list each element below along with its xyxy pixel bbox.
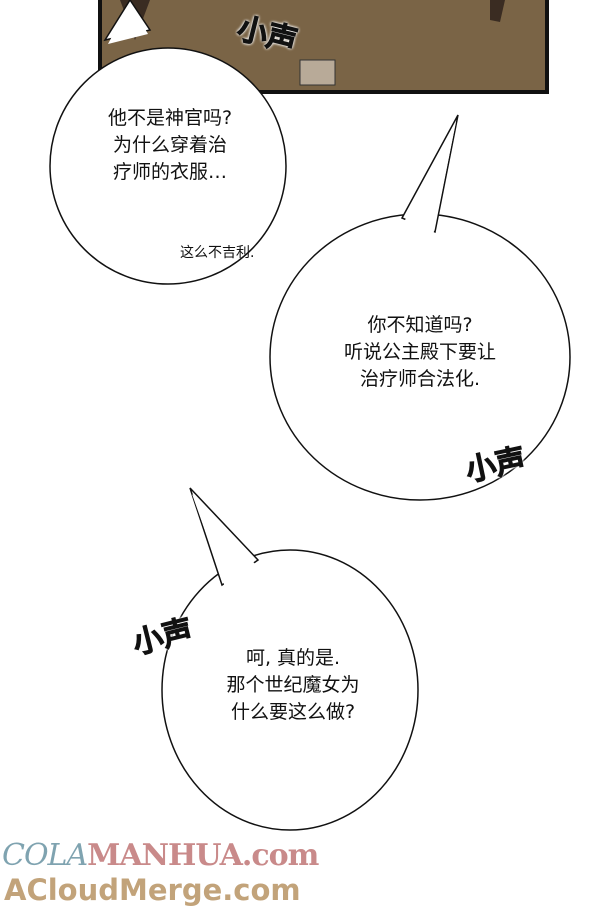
bubble-1-text: 他不是神官吗? 为什么穿着治 疗师的衣服… — [107, 107, 233, 183]
watermark-cola: COLA — [2, 838, 88, 873]
watermark-line-1: COLAMANHUA.com — [2, 838, 319, 873]
bubble-2-text: 你不知道吗? 听说公主殿下要让 治疗师合法化. — [343, 314, 496, 390]
speech-bubble-2 — [269, 114, 571, 501]
speech-bubble-1 — [49, 0, 287, 285]
watermark-manhua: MANHUA.com — [87, 838, 319, 873]
bubble-1-aside: 这么不吉利. — [180, 245, 255, 261]
watermark-line-2: ACloudMerge.com — [4, 873, 301, 907]
bubble-3-text: 呵, 真的是. 那个世纪魔女为 什么要这么做? — [226, 647, 360, 723]
speech-bubble-3 — [161, 487, 419, 831]
